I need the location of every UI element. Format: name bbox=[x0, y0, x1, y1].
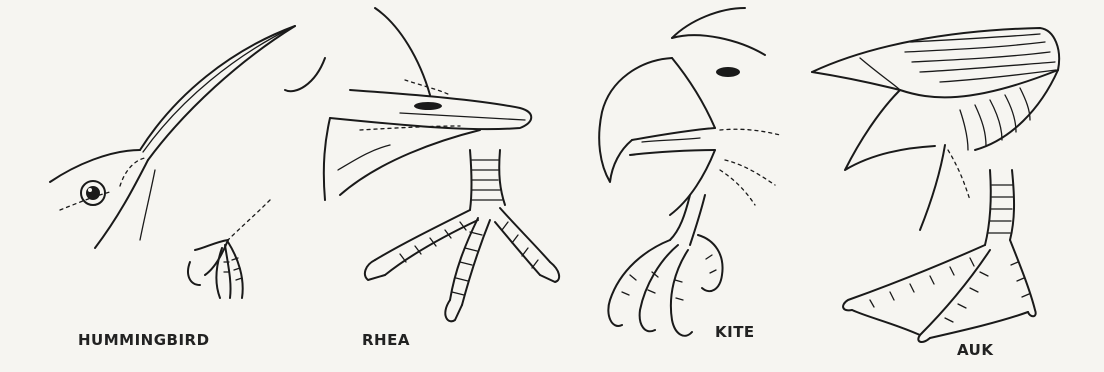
kite-illustration bbox=[599, 8, 780, 336]
auk-label: AUK bbox=[957, 341, 993, 359]
hummingbird-foot bbox=[188, 200, 270, 298]
auk-head bbox=[812, 28, 1059, 230]
kite-head bbox=[599, 8, 780, 215]
rhea-head bbox=[285, 8, 531, 200]
auk-foot bbox=[843, 170, 1036, 342]
hummingbird-head bbox=[50, 26, 295, 248]
rhea-illustration bbox=[285, 8, 559, 321]
hummingbird-label: HUMMINGBIRD bbox=[78, 331, 210, 349]
rhea-label: RHEA bbox=[362, 331, 410, 349]
kite-foot bbox=[608, 195, 722, 336]
kite-label: KITE bbox=[715, 323, 755, 341]
auk-illustration bbox=[812, 28, 1059, 342]
hummingbird-illustration bbox=[50, 26, 295, 298]
rhea-foot bbox=[365, 150, 559, 321]
